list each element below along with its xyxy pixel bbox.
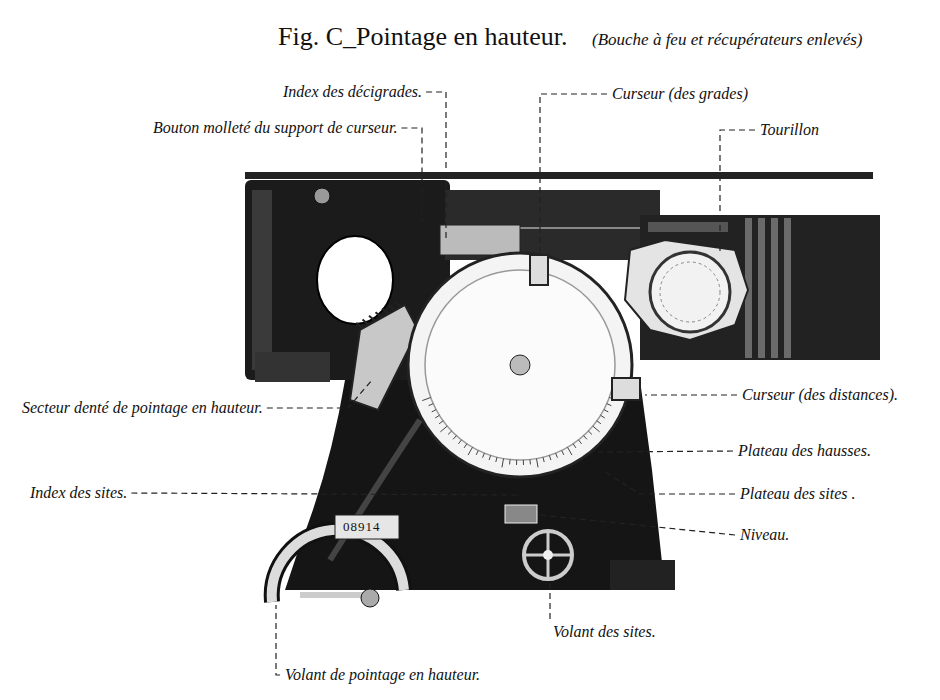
- handwheel-hub: [543, 550, 553, 560]
- part-label: Index des décigrades.: [283, 82, 422, 102]
- part-label: Secteur denté de pointage en hauteur.: [22, 398, 263, 418]
- subtitle: (Bouche à feu et récupérateurs enlevés): [592, 30, 862, 50]
- dial-ticks: [422, 397, 617, 467]
- serial-plate: [335, 515, 399, 539]
- housing-foot: [255, 352, 330, 382]
- part-label: Curseur (des grades): [612, 84, 748, 104]
- bolt: [314, 188, 330, 204]
- pedestal-foot: [610, 560, 675, 590]
- part-label: Tourillon: [760, 120, 819, 140]
- elevation-handwheel: [272, 530, 404, 602]
- part-label: Bouton molleté du support de curseur.: [153, 118, 397, 138]
- leader-line: [645, 394, 737, 395]
- trunnion-plate: [625, 240, 748, 340]
- leader-line: [426, 92, 446, 238]
- leader-line: [131, 493, 520, 495]
- dial-inner: [425, 270, 615, 460]
- leader-line: [401, 128, 422, 222]
- leader-line: [549, 582, 550, 619]
- figure-title: Fig. C_Pointage en hauteur.: [278, 22, 568, 52]
- sector-teeth: [356, 301, 401, 328]
- part-label: Plateau des hausses.: [738, 441, 871, 461]
- cylinder-rings: [745, 218, 791, 358]
- part-label: Niveau.: [740, 525, 789, 545]
- handwheel-hub: [361, 589, 379, 607]
- handwheel-spokes: [524, 531, 572, 579]
- trunnion: [650, 252, 730, 332]
- recuperator-cylinder: [640, 215, 880, 360]
- part-label: Plateau des sites .: [740, 484, 856, 504]
- part-label: Curseur (des distances).: [742, 385, 898, 405]
- leader-line: [540, 94, 607, 252]
- serial-number: 08914: [343, 517, 381, 537]
- leader-line: [720, 130, 755, 255]
- grades-cursor: [530, 255, 548, 285]
- leader-line: [540, 515, 735, 535]
- leader-line: [602, 470, 735, 494]
- leader-line: [598, 451, 733, 452]
- housing-highlight: [252, 190, 272, 370]
- top-plate: [245, 172, 873, 179]
- trunnion-inner: [660, 262, 720, 322]
- distance-cursor: [612, 378, 640, 400]
- dial-hub: [510, 355, 530, 375]
- leader-line: [276, 605, 280, 675]
- part-label: Index des sites.: [30, 483, 127, 503]
- elevation-handwheel-rim: [272, 530, 404, 602]
- part-label: Volant de pointage en hauteur.: [285, 665, 480, 685]
- elevation-dial: [408, 253, 632, 477]
- level: [505, 505, 537, 523]
- cylinder-highlight: [648, 222, 728, 232]
- part-label: Volant des sites.: [553, 622, 656, 642]
- leader-line: [267, 380, 372, 408]
- cursor-support: [440, 225, 520, 255]
- housing-opening: [317, 236, 393, 324]
- pedestal-edge: [330, 420, 420, 560]
- handwheel-arm: [300, 592, 370, 598]
- sites-handwheel: [524, 531, 572, 579]
